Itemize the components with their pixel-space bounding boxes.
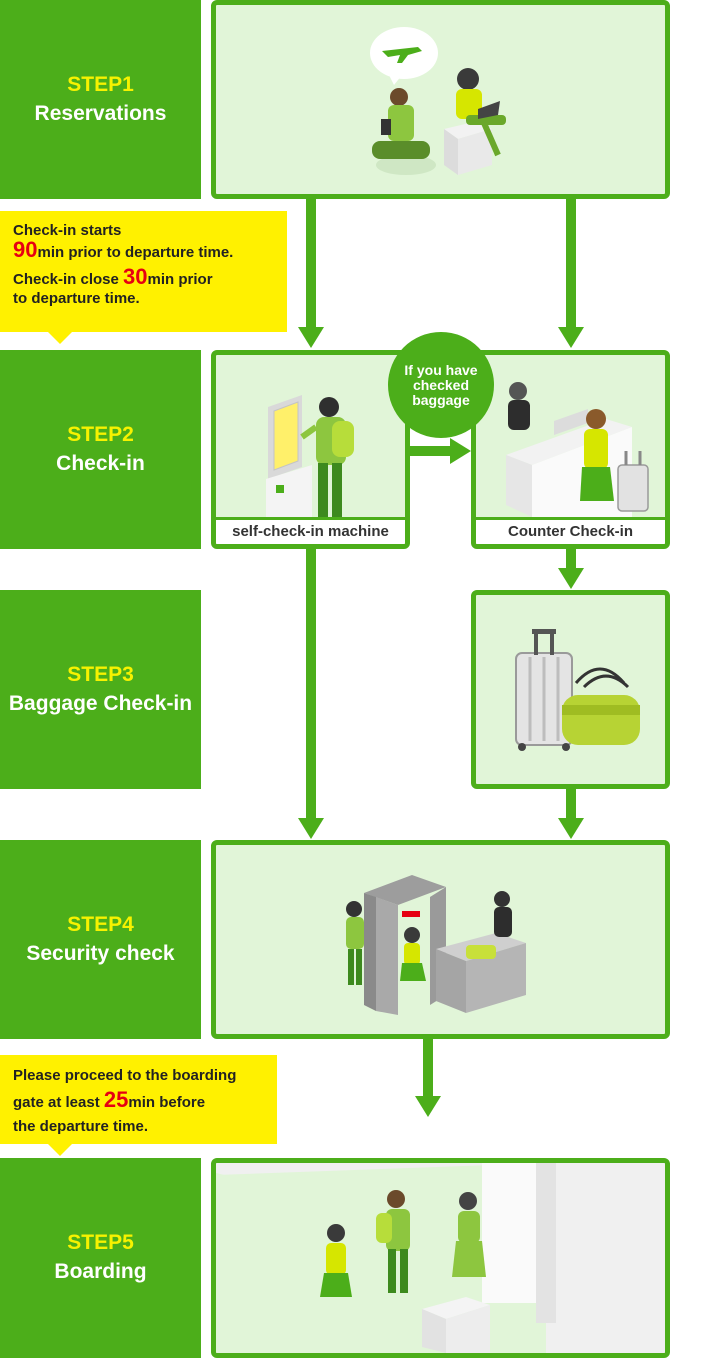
bubble-line1: If you have — [404, 361, 478, 378]
boarding-note-line1: Please proceed to the boarding — [13, 1067, 237, 1084]
airplane-icon — [382, 47, 422, 63]
step4-box: STEP4 Security check — [0, 840, 201, 1039]
step3-number: STEP3 — [67, 662, 134, 686]
counter-checkin-panel: Counter Check-in — [471, 350, 670, 549]
self-checkin-illustration — [266, 395, 354, 517]
step2-box: STEP2 Check-in — [0, 350, 201, 549]
boarding-minutes: 25 — [103, 1087, 129, 1112]
step5-title: Boarding — [54, 1260, 147, 1283]
step5-number: STEP5 — [67, 1231, 134, 1254]
step2-number: STEP2 — [67, 422, 134, 446]
counter-checkin-label: Counter Check-in — [476, 517, 665, 544]
boarding-panel — [211, 1158, 670, 1358]
checkin-start-minutes: 90 — [13, 237, 38, 262]
checked-baggage-bubble: If you have checked baggage — [388, 332, 494, 438]
step2-title: Check-in — [56, 451, 145, 475]
counter-checkin-illustration — [506, 382, 649, 517]
note-pointer — [48, 332, 72, 344]
self-checkin-panel: self-check-in machine — [211, 350, 410, 549]
baggage-panel — [471, 590, 670, 789]
bubble-line3: baggage — [412, 391, 470, 408]
bubble-line2: checked — [412, 376, 470, 393]
boarding-time-note: Please proceed to the boarding gate at l… — [0, 1055, 277, 1156]
checkin-time-note: Check-in starts 90min prior to departure… — [0, 211, 287, 344]
boarding-note-line3: the departure time. — [13, 1118, 149, 1135]
note-pointer — [48, 1144, 72, 1156]
step4-title: Security check — [26, 941, 175, 965]
step4-number: STEP4 — [67, 912, 134, 936]
checkin-close-minutes: 30 — [123, 264, 148, 289]
reservation-illustration — [370, 27, 506, 175]
checkin-note-line1: Check-in starts — [13, 222, 122, 239]
step5-box: STEP5 Boarding — [0, 1158, 201, 1358]
step3-box: STEP3 Baggage Check-in — [0, 590, 201, 789]
step1-title: Reservations — [34, 101, 167, 125]
boarding-note-line2: gate at least 25min before — [13, 1087, 206, 1112]
step1-number: STEP1 — [67, 72, 134, 96]
step1-box: STEP1 Reservations — [0, 0, 201, 199]
reservation-panel — [211, 0, 670, 199]
checkin-note-line2: 90min prior to departure time. — [13, 237, 234, 262]
step3-title: Baggage Check-in — [8, 691, 193, 715]
boarding-illustration — [216, 1163, 665, 1353]
checkin-note-line4: to departure time. — [13, 290, 140, 307]
security-illustration — [346, 875, 526, 1015]
security-panel — [211, 840, 670, 1039]
checkin-note-line3: Check-in close 30min prior — [13, 264, 213, 289]
baggage-illustration — [515, 629, 640, 751]
self-checkin-label: self-check-in machine — [216, 517, 405, 544]
